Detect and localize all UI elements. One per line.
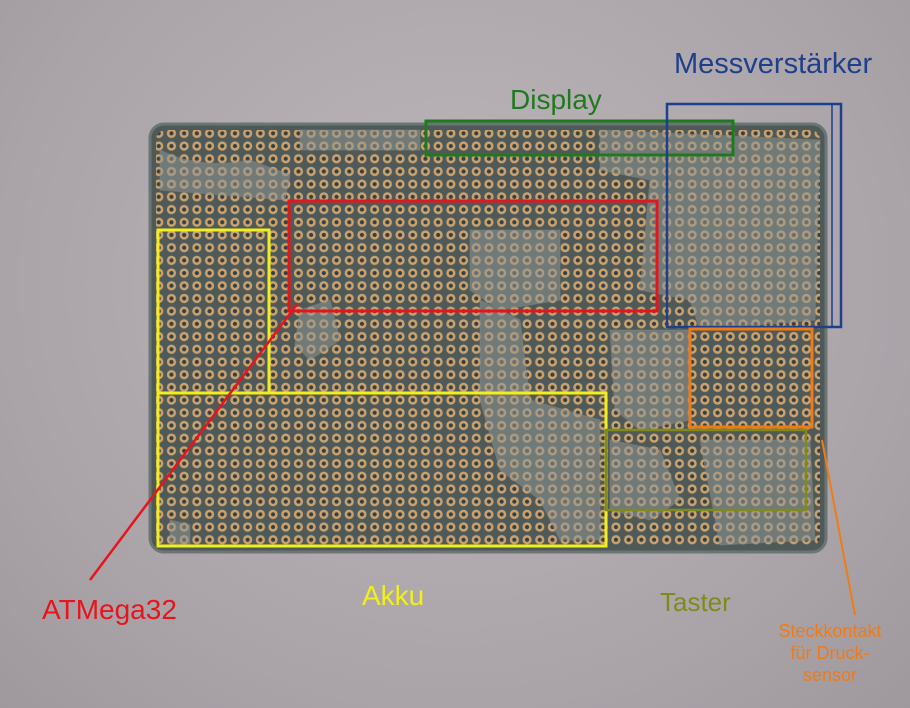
taster-box <box>604 428 808 512</box>
display-box <box>424 119 735 157</box>
display-label: Display <box>510 84 602 115</box>
annotation-boxes <box>156 102 843 548</box>
atmega32-box <box>287 199 659 313</box>
pointer-lines <box>89 302 856 616</box>
atmega32-label: ATMega32 <box>42 594 177 625</box>
perfboard <box>148 122 828 554</box>
messverstaerker-box <box>665 102 843 329</box>
steckkontakt-label-line-1: Steckkontakt <box>778 621 882 641</box>
solder-traces <box>159 129 821 546</box>
akku-label: Akku <box>362 580 425 611</box>
taster-label: Taster <box>660 587 731 617</box>
steckkontakt-pointer <box>821 439 856 616</box>
steckkontakt-label: Steckkontakt für Druck- sensor <box>752 620 908 686</box>
messverstaerker-label: Messverstärker <box>674 48 873 80</box>
steckkontakt-label-line-3: sensor <box>802 665 858 685</box>
steckkontakt-label-line-2: für Druck- <box>790 643 870 663</box>
steckkontakt-box <box>688 327 814 429</box>
atmega32-pointer <box>89 302 299 581</box>
